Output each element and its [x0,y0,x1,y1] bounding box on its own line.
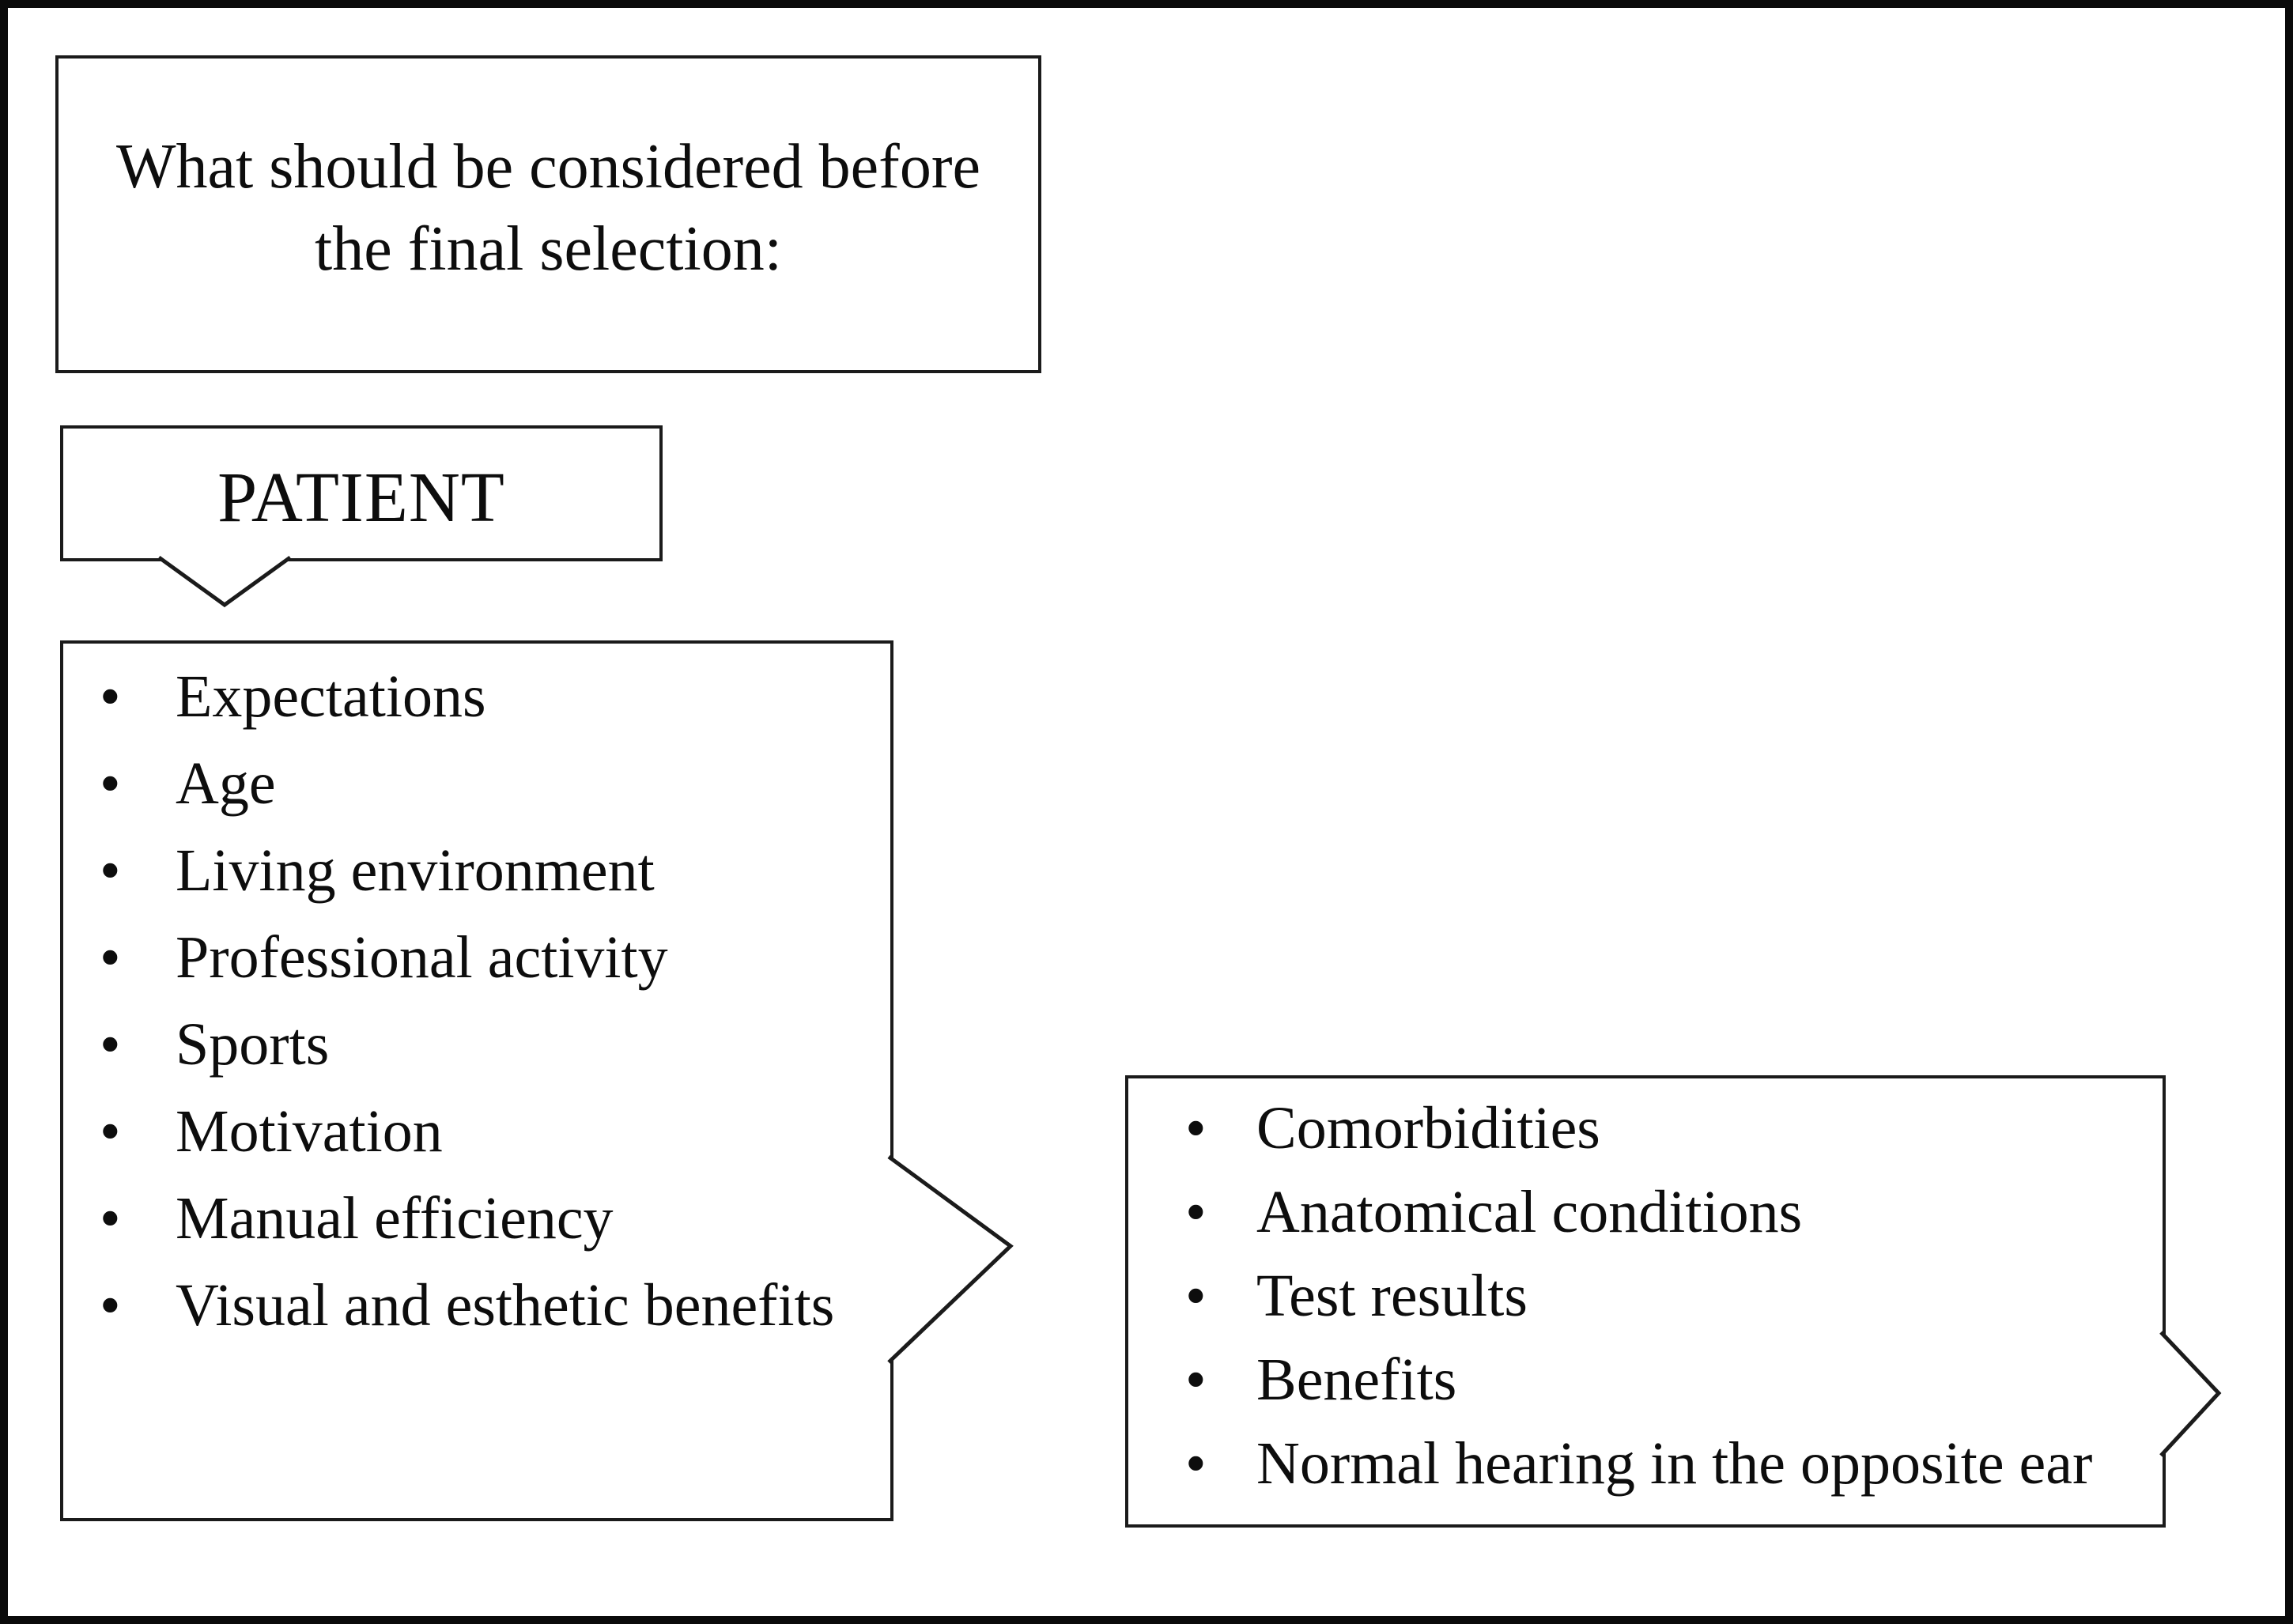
list-item-label: Test results [1256,1263,1528,1329]
list-item: • Age [63,740,890,827]
patient-factors-list: • Expectations • Age • Living environmen… [63,644,890,1349]
list-item-label: Comorbidities [1256,1095,1600,1161]
list-item: • Benefits [1128,1338,2163,1422]
list-item-label: Motivation [176,1098,443,1165]
list-item: • Sports [63,1001,890,1088]
bullet-icon: • [100,663,121,730]
patient-tail-pointer [157,555,292,608]
bullet-icon: • [1185,1179,1207,1245]
bullet-icon: • [100,1185,121,1252]
medical-factors-list: • Comorbidities • Anatomical conditions … [1128,1078,2163,1505]
bullet-icon: • [100,924,121,991]
list-item-label: Normal hearing in the opposite ear [1256,1430,2093,1497]
list-item-label: Expectations [176,663,486,730]
list-item: • Manual efficiency [63,1175,890,1262]
list-item: • Motivation [63,1088,890,1175]
bullet-icon: • [1185,1430,1207,1497]
bullet-icon: • [100,1098,121,1165]
list-item: • Normal hearing in the opposite ear [1128,1422,2163,1505]
patient-label: PATIENT [217,458,505,537]
bullet-icon: • [100,1011,121,1078]
list-item: • Comorbidities [1128,1086,2163,1170]
bullet-icon: • [100,750,121,817]
list-item: • Living environment [63,827,890,914]
patient-factors-box: • Expectations • Age • Living environmen… [60,640,893,1521]
list-item: • Anatomical conditions [1128,1170,2163,1254]
list-item-label: Sports [176,1011,330,1078]
bullet-icon: • [100,1272,121,1339]
patient-callout: PATIENT [60,425,663,561]
right-arrow-pointer [887,1154,1014,1364]
list-item-label: Living environment [176,837,655,904]
list-item-label: Benefits [1256,1346,1457,1413]
medical-factors-box: • Comorbidities • Anatomical conditions … [1125,1075,2166,1528]
bullet-icon: • [100,837,121,904]
list-item-label: Anatomical conditions [1256,1179,1803,1245]
list-item: • Visual and esthetic benefits [63,1262,890,1349]
list-item-label: Manual efficiency [176,1185,614,1252]
question-line-1: What should be considered before [116,132,980,202]
bullet-icon: • [1185,1263,1207,1329]
question-line-2: the final selection: [315,214,782,284]
list-item-label: Professional activity [176,924,668,991]
bullet-icon: • [1185,1346,1207,1413]
list-item-label: Visual and esthetic benefits [176,1272,835,1339]
right-arrow-pointer [2159,1331,2222,1457]
list-item: • Test results [1128,1254,2163,1338]
list-item: • Professional activity [63,914,890,1001]
list-item: • Expectations [63,653,890,740]
bullet-icon: • [1185,1095,1207,1161]
list-item-label: Age [176,750,276,817]
question-box: What should be considered before the fin… [55,55,1041,373]
